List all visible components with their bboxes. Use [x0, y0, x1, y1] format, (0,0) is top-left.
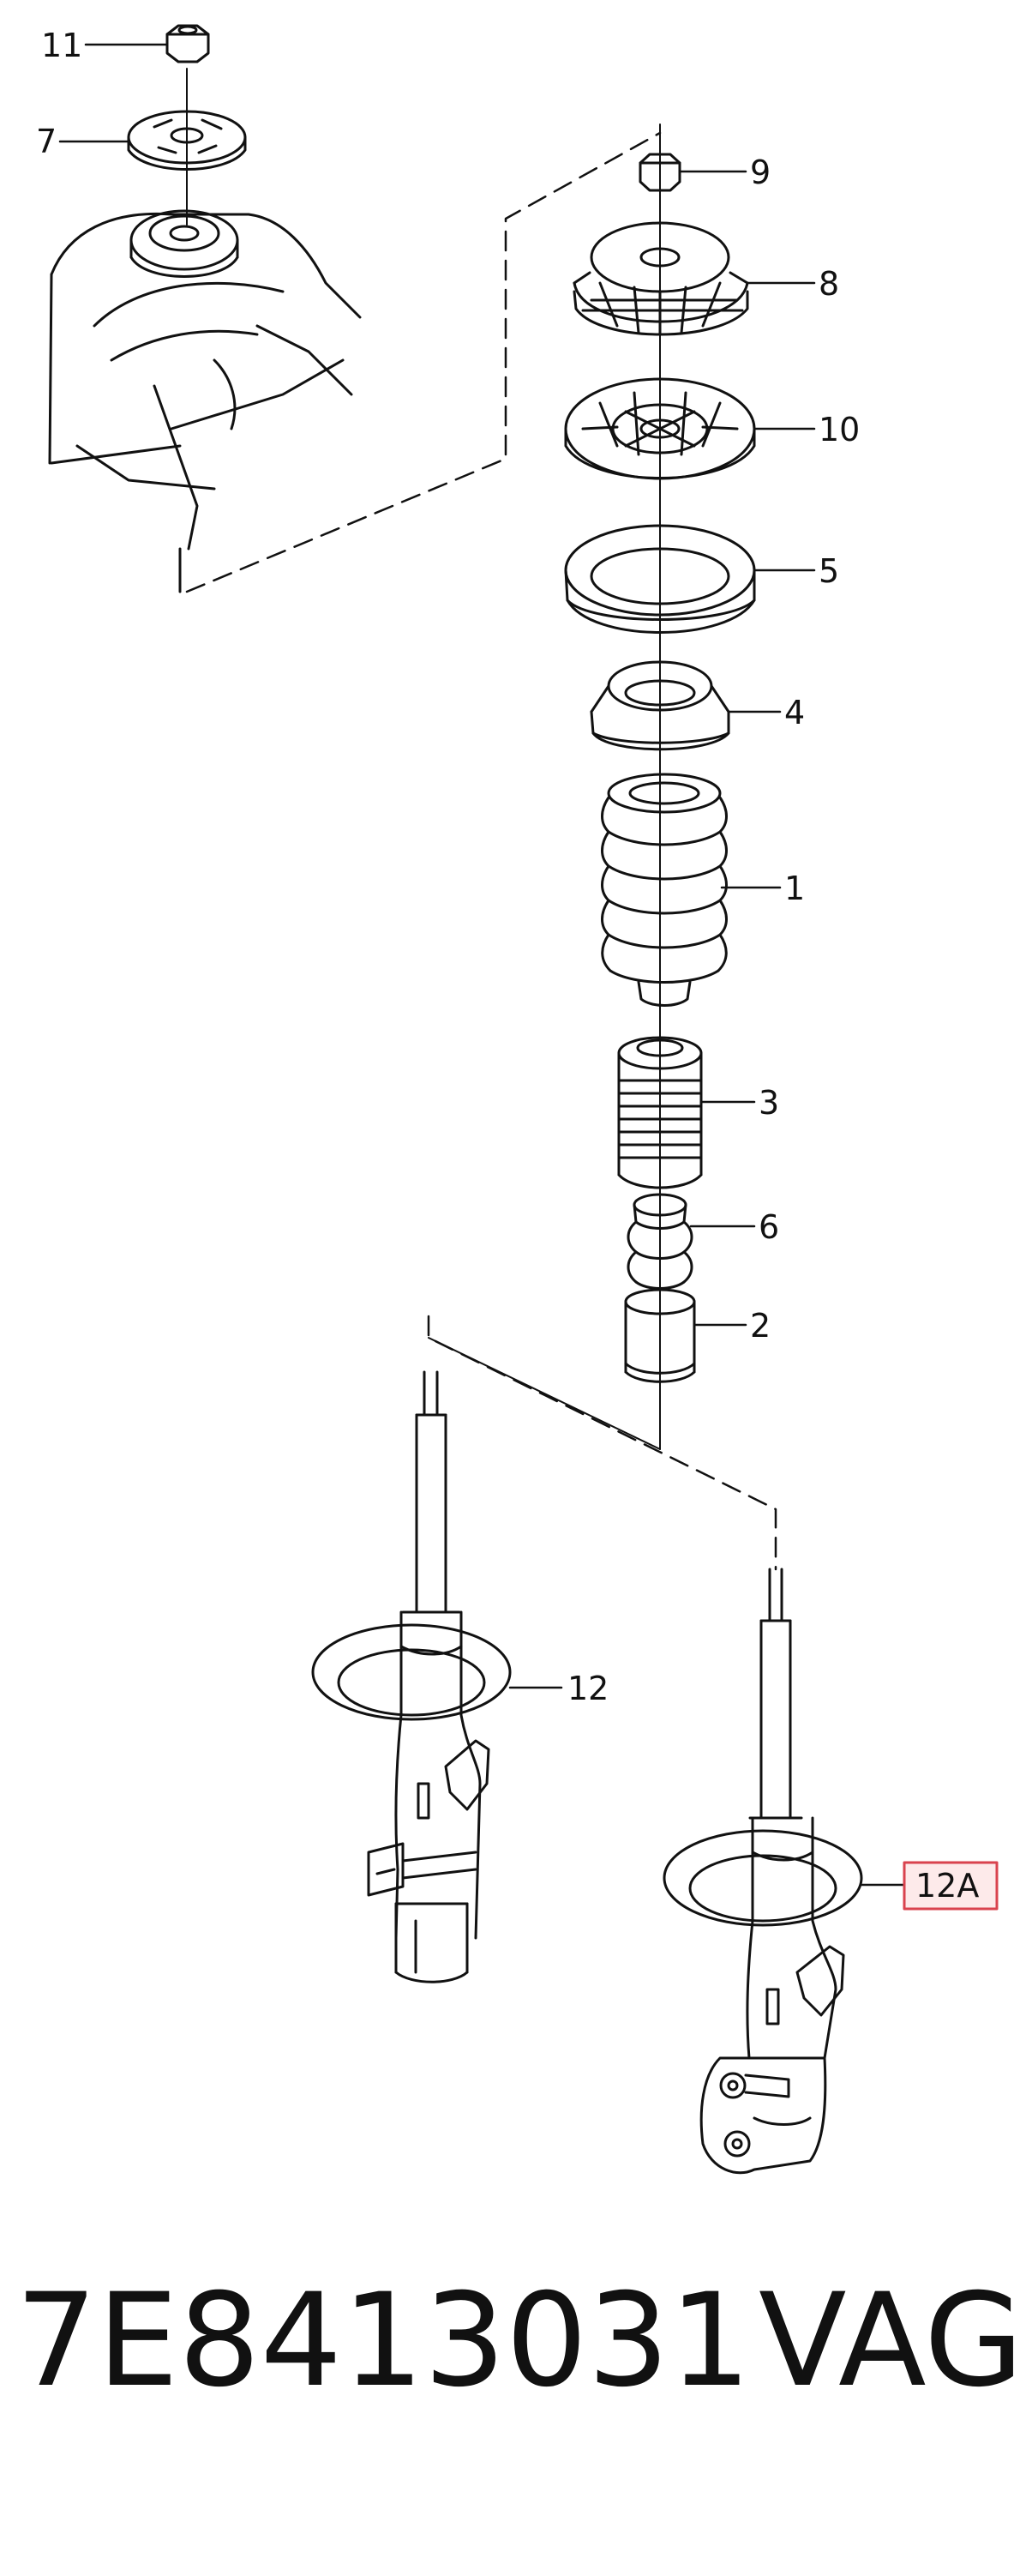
callout-1: 1	[784, 870, 805, 907]
callout-8: 8	[819, 265, 839, 303]
strut-tower-body	[48, 212, 362, 593]
callout-4: 4	[784, 694, 805, 731]
callout-labels: 11 7 9 8 10 5 4 1 3 6 2 12 12A	[36, 27, 979, 1905]
callout-9: 9	[750, 153, 771, 191]
protection-tube-3	[617, 1036, 703, 1189]
shock-absorber-12a	[663, 1568, 863, 2175]
callout-12: 12	[567, 1670, 609, 1707]
highlight-box-12a	[903, 1861, 999, 1911]
strut-mount-8	[573, 221, 749, 336]
callout-12a: 12A	[915, 1867, 979, 1905]
callout-3: 3	[759, 1084, 779, 1122]
callout-2: 2	[750, 1307, 771, 1345]
footer: 7E8413031 VAG	[0, 2255, 1032, 2427]
bellows-1	[601, 773, 728, 1007]
bump-stop-6	[627, 1193, 693, 1290]
leader-lines	[58, 43, 906, 1887]
isolator-4	[590, 660, 730, 751]
connector-dashed-top	[185, 131, 662, 593]
strut-tower-seat	[129, 209, 239, 278]
callout-6: 6	[759, 1208, 779, 1246]
nut-9	[639, 153, 681, 192]
callout-11: 11	[41, 27, 82, 64]
cap-2	[624, 1288, 696, 1383]
connector-solid-bottom	[428, 1337, 661, 1450]
nut-11	[165, 24, 210, 63]
callout-10: 10	[819, 411, 860, 448]
callout-5: 5	[819, 552, 839, 590]
connector-dashed-bottom	[427, 1315, 777, 1571]
shock-absorber-12	[311, 1370, 512, 1983]
part-number: 7E8413031	[15, 2266, 752, 2416]
callout-7: 7	[36, 123, 57, 160]
brand-name: VAG	[759, 2266, 1024, 2416]
